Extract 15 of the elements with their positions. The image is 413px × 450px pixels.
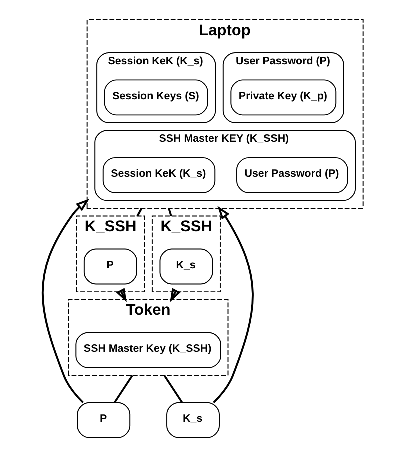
arrow	[41, 198, 90, 404]
connector	[136, 208, 142, 217]
node-box: Session KeK (K_s)	[102, 157, 216, 194]
connector	[168, 208, 172, 217]
node-box: P	[83, 248, 137, 285]
node-box: P	[76, 402, 130, 438]
node-box: User Password (P)	[236, 157, 348, 194]
node-box: Session Keys (S)	[104, 80, 208, 116]
connector	[113, 375, 133, 404]
node-box: SSH Master Key (K_SSH)	[75, 332, 221, 368]
node-box: K_s	[166, 402, 220, 438]
arrow	[212, 206, 254, 404]
connector	[163, 375, 183, 404]
node-box: K_s	[159, 248, 213, 285]
node-box: Private Key (K_p)	[230, 80, 336, 116]
